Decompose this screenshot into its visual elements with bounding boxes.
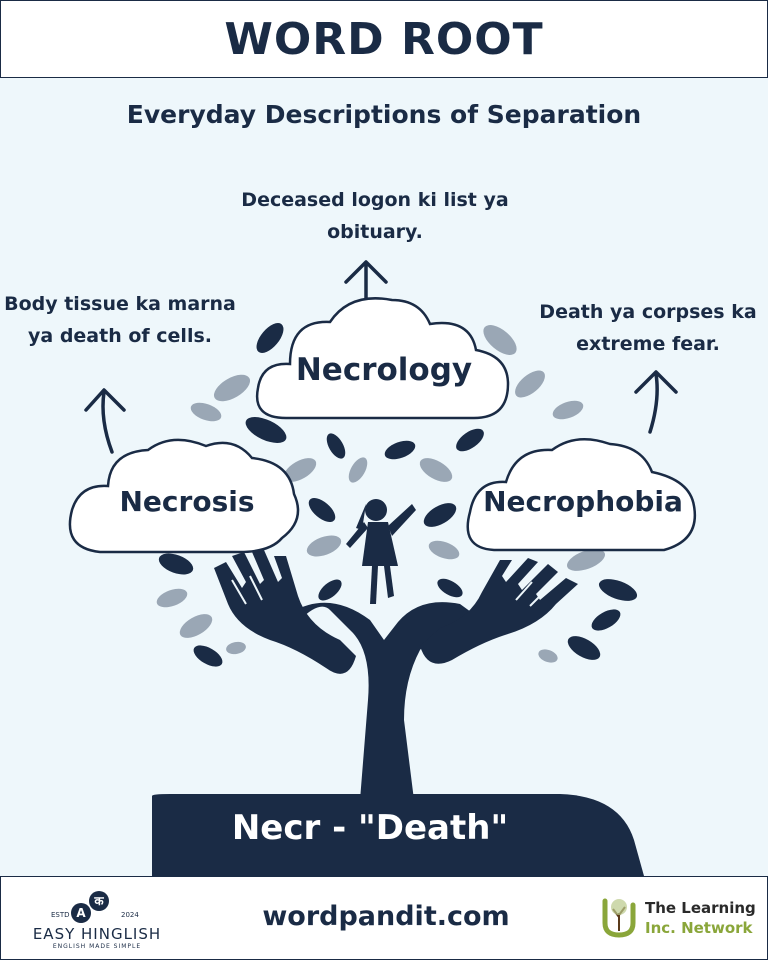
child-figure-icon: [346, 499, 416, 604]
learning-network-line1: The Learning: [645, 899, 756, 917]
website-link[interactable]: wordpandit.com: [262, 901, 510, 932]
necrology-description: Deceased logon ki list ya obituary.: [241, 189, 509, 243]
necrosis-description: Body tissue ka marna ya death of cells.: [4, 293, 236, 347]
speech-bubble-a-icon: A: [71, 903, 91, 923]
logo-year-text: 2024: [121, 911, 139, 919]
easy-hinglish-logo: ESTD A क 2024 EASY HINGLISH ENGLISH MADE…: [29, 883, 165, 953]
page-title: WORD ROOT: [224, 13, 544, 65]
learning-network-logo: The Learning Inc. Network: [599, 895, 761, 943]
tree-trunk: [280, 602, 482, 800]
logo-tagline: ENGLISH MADE SIMPLE: [52, 943, 142, 950]
cloud-shapes: [68, 297, 697, 554]
right-hand-icon: [420, 558, 578, 664]
necrophobia-cloud: [466, 437, 697, 552]
left-hand-icon: [214, 550, 356, 674]
arrow-up-icon: [84, 388, 126, 454]
footer: ESTD A क 2024 EASY HINGLISH ENGLISH MADE…: [0, 876, 768, 960]
tree-illustration: [68, 260, 697, 876]
necrology-cloud: [255, 297, 510, 420]
necrosis-label: Necrosis: [119, 485, 255, 518]
logo-est-text: ESTD: [51, 911, 70, 919]
necrology-label: Necrology: [295, 352, 473, 388]
necrophobia-description: Death ya corpses ka extreme fear.: [539, 301, 757, 355]
ground: [152, 794, 644, 876]
learning-network-line2: Inc. Network: [645, 919, 753, 937]
arrow-up-icon: [634, 370, 678, 434]
header-banner: WORD ROOT: [0, 0, 768, 78]
subtitle: Everyday Descriptions of Separation: [126, 100, 642, 129]
necrosis-cloud: [68, 438, 300, 554]
speech-bubble-ka-icon: क: [89, 891, 109, 911]
root-label: Necr - "Death": [231, 808, 509, 848]
necrophobia-label: Necrophobia: [483, 485, 683, 518]
logo-name: EASY HINGLISH: [32, 925, 162, 943]
tree-u-icon: [602, 898, 636, 938]
